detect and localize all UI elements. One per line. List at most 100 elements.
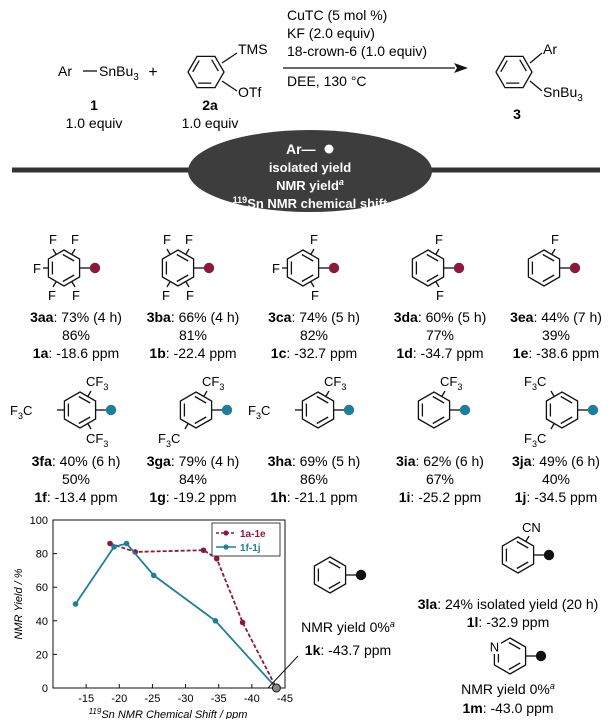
legend-marker-1a-1e: [223, 530, 229, 536]
substituent-f: F: [72, 288, 80, 303]
compound-1m: N NMR yield 0%a 1m: -43.0 ppm: [461, 637, 555, 716]
shift-1h: 1h: -21.1 ppm: [270, 489, 357, 505]
substituent-cf3: CF3: [202, 374, 224, 392]
substituent-f: F: [49, 232, 57, 247]
substituent-f: F: [48, 288, 56, 303]
nmr-3ga: 84%: [179, 471, 207, 487]
pointer-line: [267, 655, 299, 689]
substituent-f: F: [186, 288, 194, 303]
x-tick-label-4: -35: [211, 693, 227, 705]
legend-line1: isolated yield: [269, 160, 351, 175]
nmr-3ba: 81%: [179, 327, 207, 343]
product-bond-ar: [529, 52, 543, 64]
ar-attachment-dot-icon: [587, 404, 599, 416]
arrow-head: [454, 63, 468, 73]
shift-1c: 1c: -32.7 ppm: [271, 345, 357, 361]
structure-1h: CF3 F3C: [248, 374, 355, 429]
legend-label-1a-1e: 1a-1e: [240, 529, 266, 540]
legend-frame: [211, 522, 281, 557]
y-tick-label-0: 0: [42, 683, 48, 695]
label-3ca: 3ca: 74% (5 h): [268, 309, 360, 325]
data-point-1f-1j-1: [111, 544, 117, 550]
substituent-cf3: CF3: [324, 374, 346, 392]
structure-1j: F3C F3C: [524, 374, 599, 449]
reagent1-sn: SnBu3: [99, 63, 139, 83]
nmr-1m: NMR yield 0%a: [461, 681, 555, 697]
substituent-f: F: [551, 232, 559, 247]
reagent2-equiv: 1.0 equiv: [182, 115, 239, 131]
data-point-1f-1j-2: [123, 540, 130, 547]
structure-1f: CF3 CF3 F3C: [10, 374, 117, 449]
nmr-3aa: 86%: [62, 327, 90, 343]
product-number: 3: [513, 106, 521, 122]
shift-1a: 1a: -18.6 ppm: [33, 345, 119, 361]
legend-ellipse: [188, 130, 432, 212]
x-tick-label-0: -15: [78, 693, 94, 705]
substituent-cn: CN: [522, 520, 541, 535]
pyridine-n: N: [490, 640, 499, 655]
shift-1f: 1f: -13.4 ppm: [34, 489, 117, 505]
reagent2-number: 2a: [202, 97, 218, 113]
legend-label-1f-1j: 1f-1j: [240, 543, 261, 554]
nmr-3ea: 39%: [542, 327, 570, 343]
x-tick-label-1: -20: [111, 693, 127, 705]
shift-1i: 1i: -25.2 ppm: [399, 489, 482, 505]
nmr-3ca: 82%: [300, 327, 328, 343]
legend-box: Ar— isolated yield NMR yielda 119Sn NMR …: [12, 130, 600, 212]
condition-4: DEE, 130 °C: [287, 73, 367, 89]
nmr-3ja: 40%: [542, 471, 570, 487]
substituent-f: F: [162, 288, 170, 303]
shift-1b: 1b: -22.4 ppm: [149, 345, 236, 361]
plus-sign: +: [148, 64, 157, 81]
plot-frame: [52, 519, 286, 689]
benzene-ring: [313, 556, 347, 594]
substituent-f3c: F3C: [158, 431, 180, 449]
ar-attachment-dot-icon: [453, 262, 465, 274]
reagent1-equiv: 1.0 equiv: [66, 115, 123, 131]
chart-series: [72, 540, 281, 693]
substituent-f: F: [310, 232, 318, 247]
tms-bond: [221, 52, 238, 64]
ar-attachment-dot-icon: [535, 650, 547, 662]
substituent-f3c: F3C: [248, 403, 270, 421]
structure-1a: F F F F F: [33, 232, 101, 303]
label-3aa: 3aa: 73% (4 h): [30, 309, 122, 325]
substituent-f: F: [436, 288, 444, 303]
shift-1m: 1m: -43.0 ppm: [462, 700, 553, 716]
substituent-cf3: CF3: [86, 431, 108, 449]
row2-labels: 3fa: 40% (6 h) 50% 1f: -13.4 ppm 3ga: 79…: [32, 453, 600, 505]
label-3fa: 3fa: 40% (6 h): [32, 453, 121, 469]
data-point-1f-1j-4: [212, 618, 219, 624]
x-axis-label: 119Sn NMR Chemical Shift / ppm: [89, 707, 248, 719]
y-tick-label-4: 80: [36, 549, 48, 561]
legend-line3: 119Sn NMR chemical shift: [233, 195, 388, 211]
data-point-endpoint: [271, 683, 281, 693]
substituent-f3c: F3C: [10, 403, 32, 421]
y-tick-label-5: 100: [30, 515, 48, 527]
substituent-f: F: [272, 261, 280, 276]
structure-1b: F F F F: [161, 232, 215, 303]
reagent1-number: 1: [90, 97, 98, 113]
data-point-1a-1e-0: [107, 540, 113, 547]
ar-attachment-dot-icon: [203, 262, 215, 274]
nmr-3fa: 50%: [62, 471, 90, 487]
substituent-f: F: [435, 232, 443, 247]
x-tick-label-6: -45: [277, 693, 293, 705]
shift-1g: 1g: -19.2 ppm: [149, 489, 236, 505]
legend-marker-1f-1j: [223, 544, 229, 550]
legend-ar: Ar—: [286, 141, 316, 157]
y-tick-label-2: 40: [36, 616, 48, 628]
substituent-f: F: [71, 232, 79, 247]
product-bond-sn: [529, 80, 543, 92]
structure-1d: F F: [411, 232, 465, 303]
series-line-1f-1j: [74, 542, 278, 689]
reaction-scheme: Ar SnBu3 1 1.0 equiv + TMS OTf 2a 1.0 eq…: [58, 7, 583, 131]
label-3la: 3la: 24% isolated yield (20 h): [418, 596, 599, 612]
ar-attachment-dot-icon: [343, 404, 355, 416]
x-tick-label-2: -25: [144, 693, 160, 705]
row1-labels: 3aa: 73% (4 h) 86% 1a: -18.6 ppm 3ba: 66…: [30, 309, 602, 361]
shift-1j: 1j: -34.5 ppm: [515, 489, 598, 505]
substituent-f3c: F3C: [524, 431, 546, 449]
structure-1e: F: [527, 232, 581, 287]
